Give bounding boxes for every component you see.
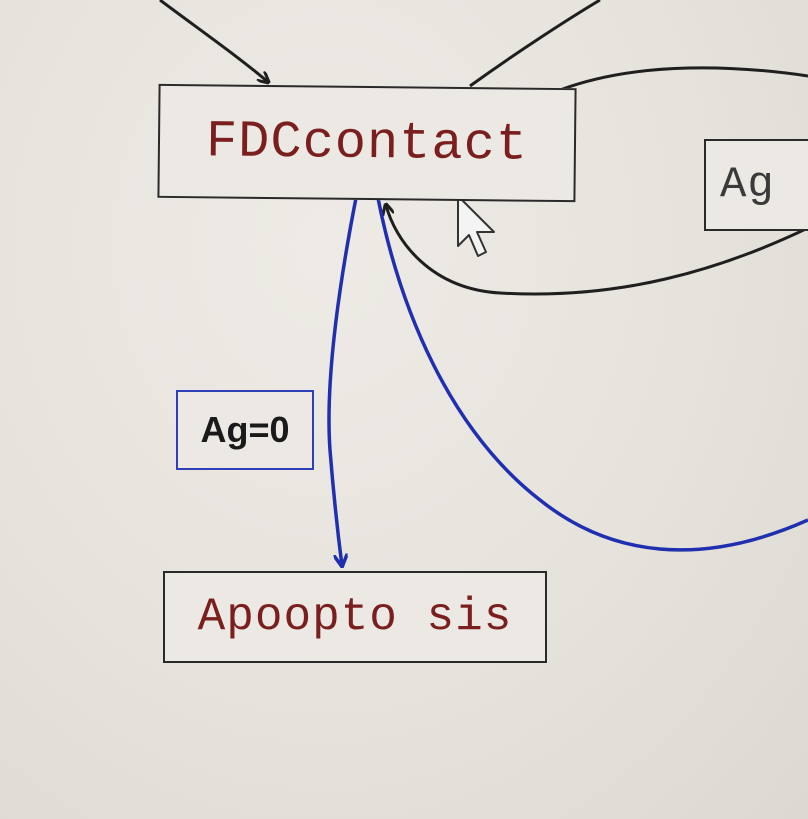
edge-fdccontact-to-apoptosis [327, 197, 358, 566]
mouse-cursor-icon [457, 195, 495, 257]
node-fdccontact-label: FDCcontact [205, 111, 529, 175]
edge-fdc-to-right [559, 66, 808, 92]
node-fdccontact[interactable]: FDCcontact [157, 83, 577, 203]
edge-label-ag-equals-0: Ag=0 [176, 390, 314, 470]
edge-ag-to-fdccontact [386, 205, 808, 296]
node-ag-label: Ag [720, 160, 775, 210]
node-apoptosis[interactable]: Apoopto sis [163, 571, 547, 663]
node-apoptosis-label: Apoopto sis [197, 591, 513, 643]
edge-incoming-top-left [159, 0, 268, 82]
node-ag[interactable]: Ag [704, 139, 808, 231]
edge-fdccontact-to-lower-right [376, 197, 808, 552]
edge-outgoing-top-right [469, 0, 601, 88]
edge-label-ag-equals-0-text: Ag=0 [200, 409, 290, 450]
